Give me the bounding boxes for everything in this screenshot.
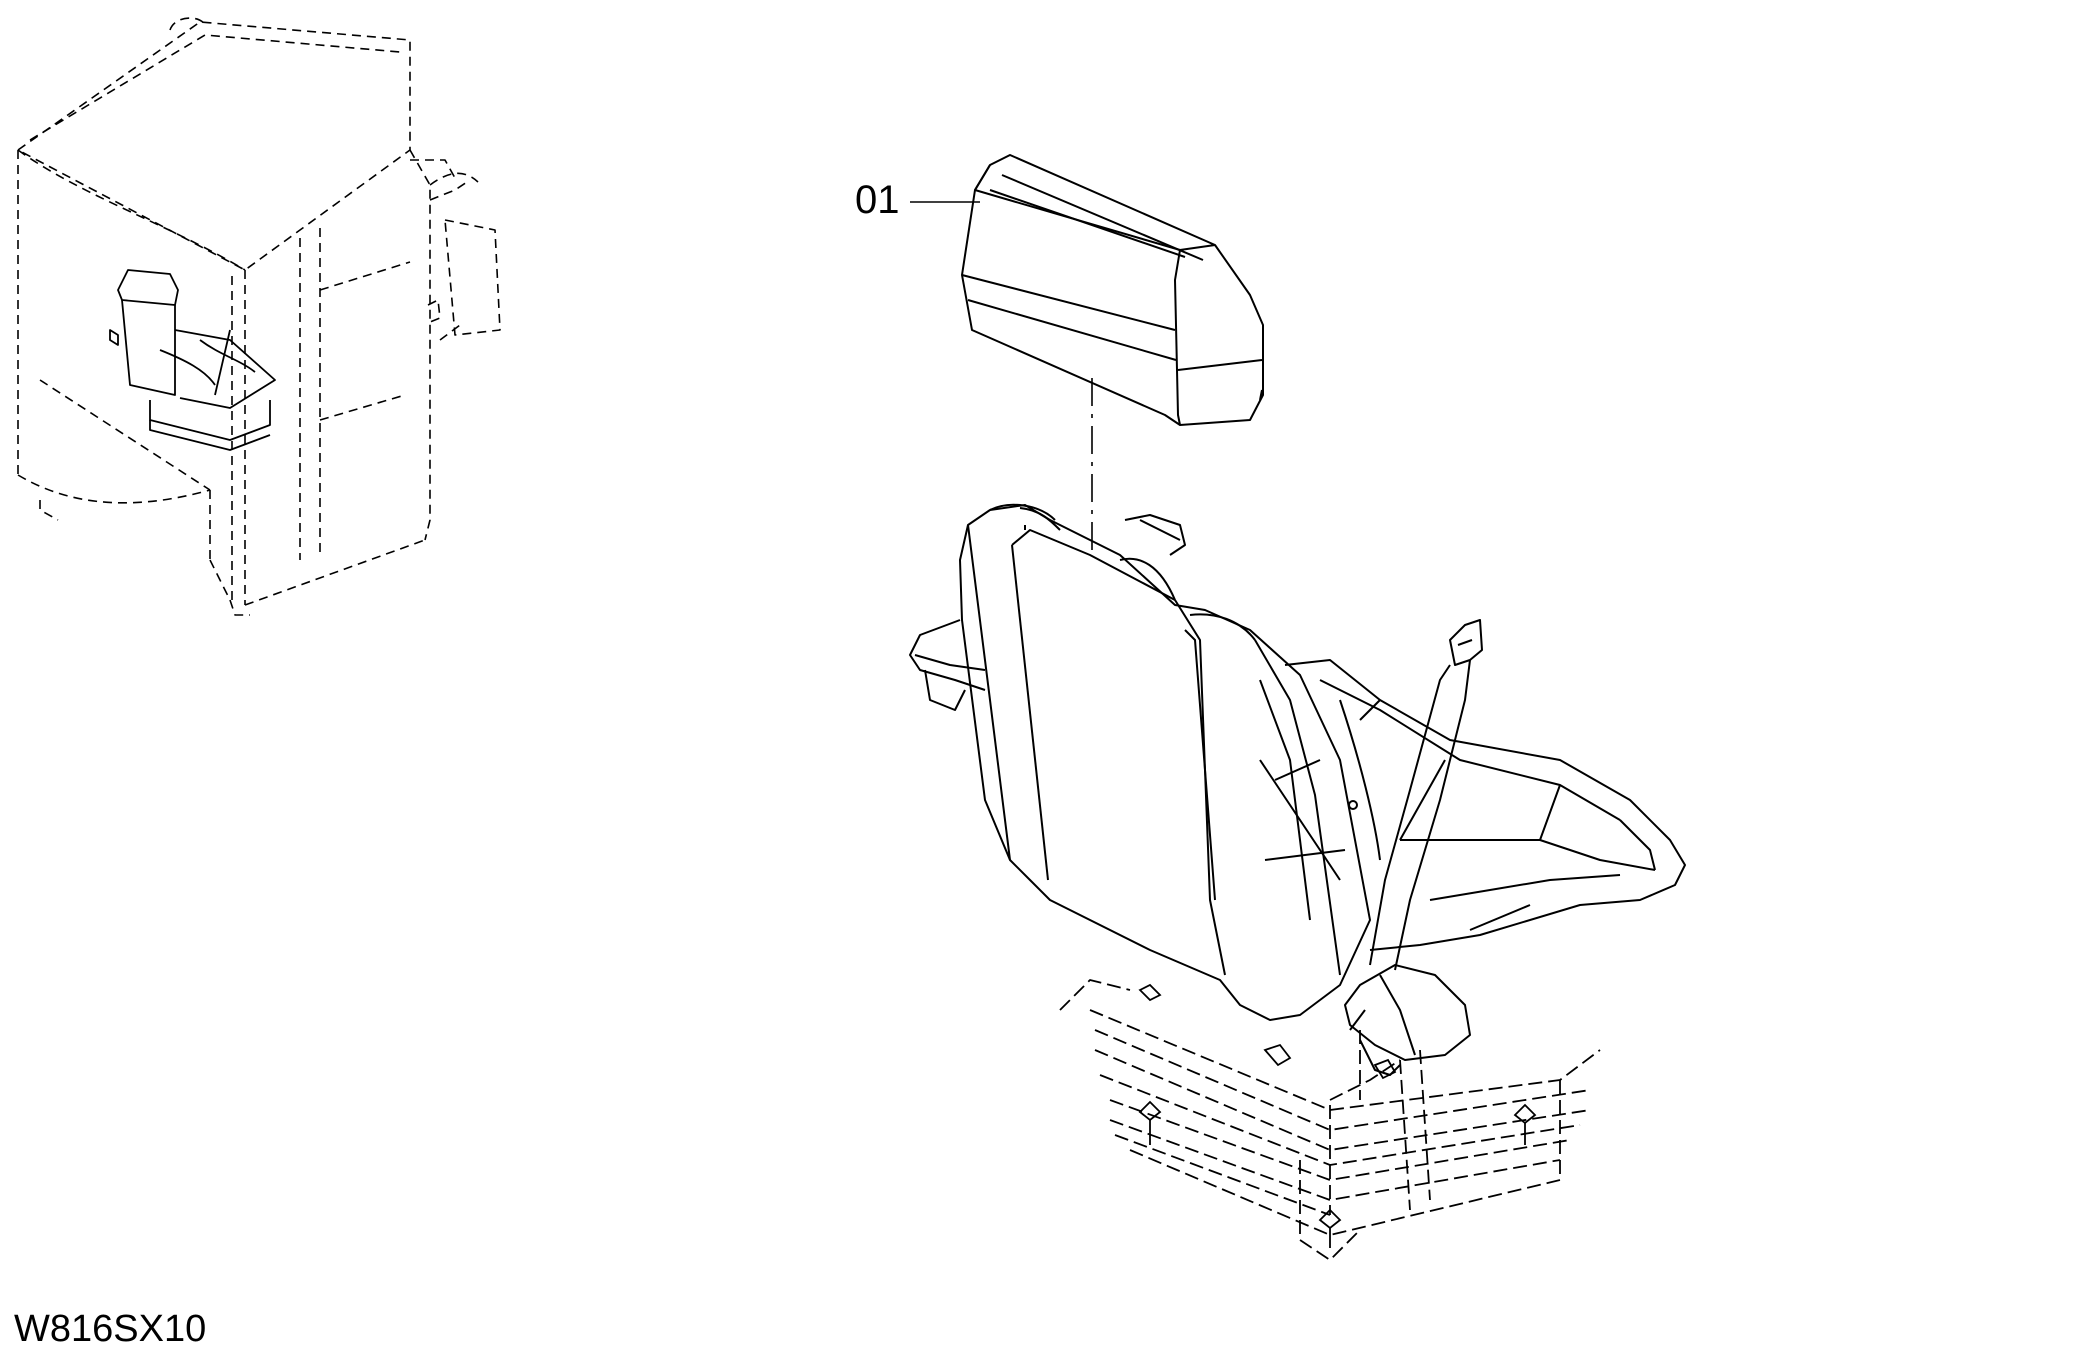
cab-seat-icon bbox=[109, 269, 276, 451]
seat-suspension-base bbox=[1059, 979, 1601, 1261]
mounting-bolts bbox=[1138, 983, 1537, 1248]
headrest-part bbox=[961, 154, 1264, 426]
seat-assembly bbox=[909, 503, 1686, 1076]
cab-locator-view bbox=[17, 17, 501, 616]
drawing-code: W816SX10 bbox=[14, 1308, 207, 1350]
callout-label-01: 01 bbox=[855, 178, 900, 222]
